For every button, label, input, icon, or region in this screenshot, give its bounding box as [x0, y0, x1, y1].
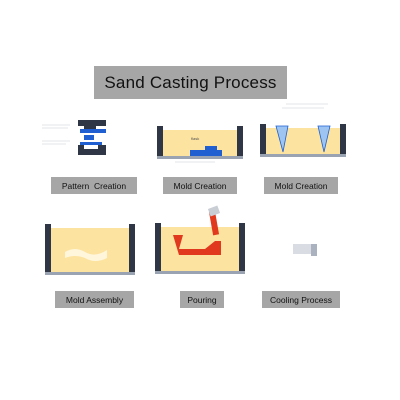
svg-text:flask: flask	[191, 136, 199, 141]
step-label-pouring: Pouring	[180, 291, 224, 308]
step-label-pattern-creation: Pattern Creation	[51, 177, 137, 194]
cooling-process-illustration	[285, 238, 325, 263]
mold-creation-illustration-1: flask	[155, 120, 245, 165]
pouring-illustration	[155, 205, 245, 280]
mold-assembly-illustration	[45, 222, 135, 277]
diagram-title-text: Sand Casting Process	[104, 72, 277, 92]
step-label-mold-assembly: Mold Assembly	[55, 291, 134, 308]
mold-creation-illustration-2	[258, 100, 348, 165]
step-label-cooling-process: Cooling Process	[262, 291, 340, 308]
diagram-title: Sand Casting Process	[94, 66, 287, 99]
pattern-creation-illustration	[40, 115, 120, 170]
step-label-mold-creation-2: Mold Creation	[264, 177, 338, 194]
step-label-mold-creation-1: Mold Creation	[163, 177, 237, 194]
